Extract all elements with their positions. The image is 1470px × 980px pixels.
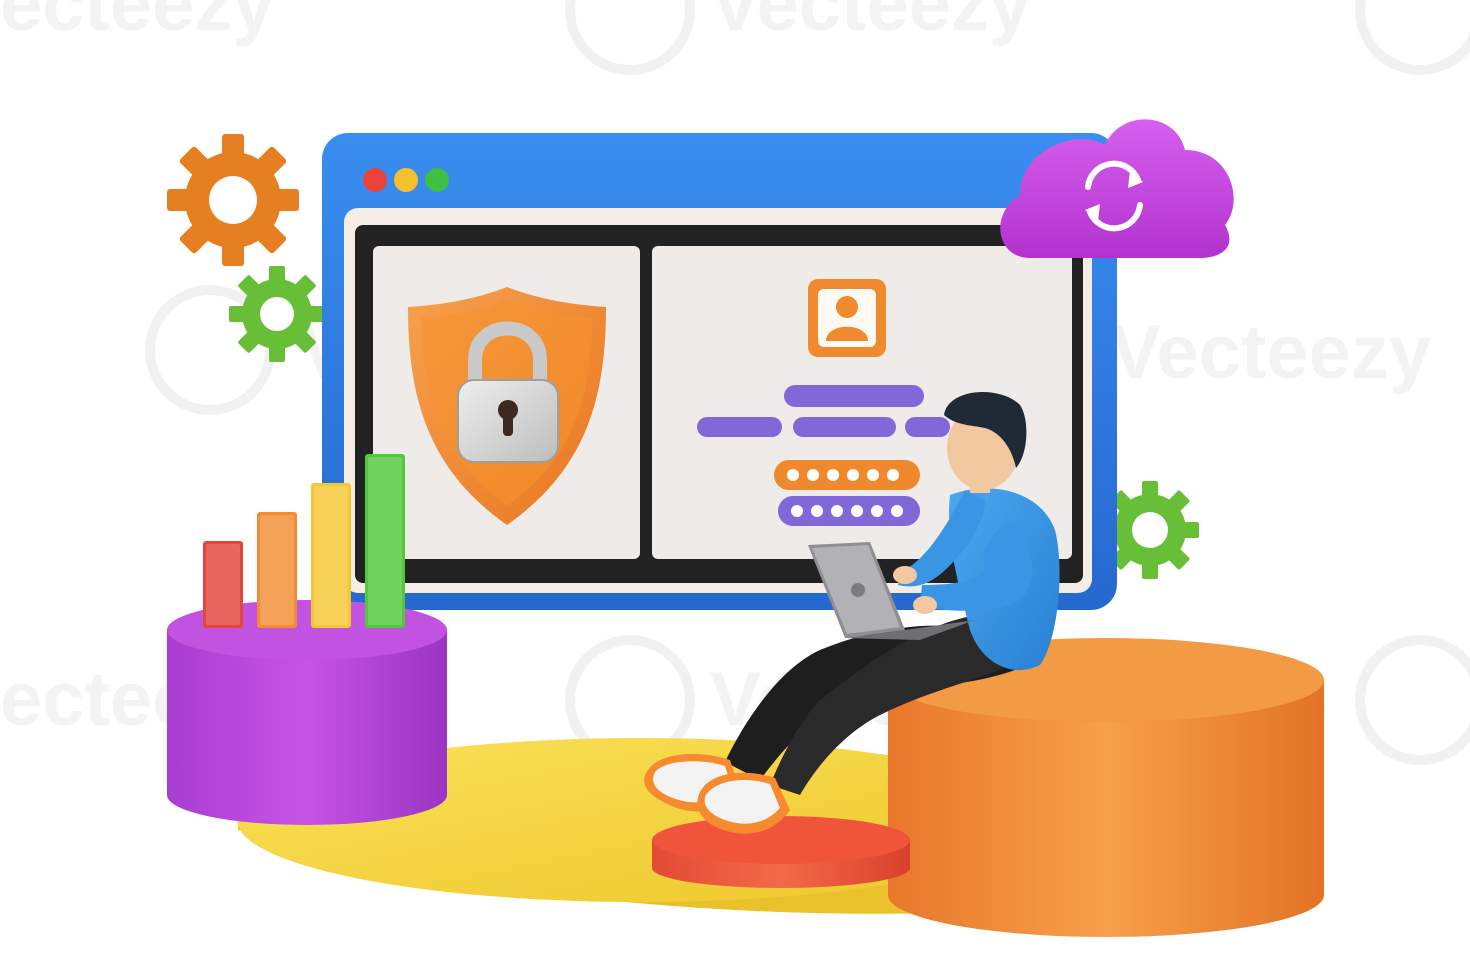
- bar-chart: [203, 454, 405, 628]
- person-hair: [944, 392, 1027, 468]
- bar-chart-bar-highlight: [368, 457, 402, 625]
- user-avatar-icon: [808, 279, 886, 357]
- watermark-logo-icon: [565, 0, 695, 75]
- watermark-logo-icon: [1355, 635, 1470, 765]
- window-maximize-dot: [425, 168, 449, 192]
- gear-icon: [229, 266, 325, 362]
- watermark-text: Vecteezy: [710, 0, 1031, 47]
- bar-chart-bar: [257, 512, 297, 628]
- window-close-dot: [363, 168, 387, 192]
- laptop: [808, 542, 975, 640]
- laptop-logo-icon: [851, 583, 865, 597]
- bar-chart-bar: [203, 541, 243, 628]
- watermark-logo-icon: [1355, 0, 1470, 75]
- bar-chart-bar-highlight: [260, 515, 294, 625]
- watermark-text: Vecteezy: [1110, 310, 1431, 395]
- bar-chart-bar: [365, 454, 405, 628]
- password-field[interactable]: [774, 460, 920, 490]
- gear-icon: [167, 134, 299, 266]
- bar-chart-bar: [311, 483, 351, 628]
- padlock-icon: [457, 321, 559, 463]
- username-field[interactable]: [784, 385, 924, 407]
- window-minimize-dot: [394, 168, 418, 192]
- text-line: [905, 417, 950, 437]
- purple-podium: [167, 600, 447, 825]
- text-line: [793, 417, 896, 437]
- gear-icon: [1101, 481, 1199, 579]
- person-with-laptop: [644, 392, 1060, 834]
- red-pedestal: [652, 816, 910, 888]
- text-line: [697, 417, 782, 437]
- watermark-text: ecteezy: [0, 0, 275, 47]
- sneakers: [644, 754, 790, 834]
- password-field[interactable]: [778, 496, 920, 526]
- cloud-sync-icon: [1000, 119, 1234, 259]
- bar-chart-bar-highlight: [314, 486, 348, 625]
- bar-chart-bar-highlight: [206, 544, 240, 625]
- browser-window: [322, 133, 1117, 610]
